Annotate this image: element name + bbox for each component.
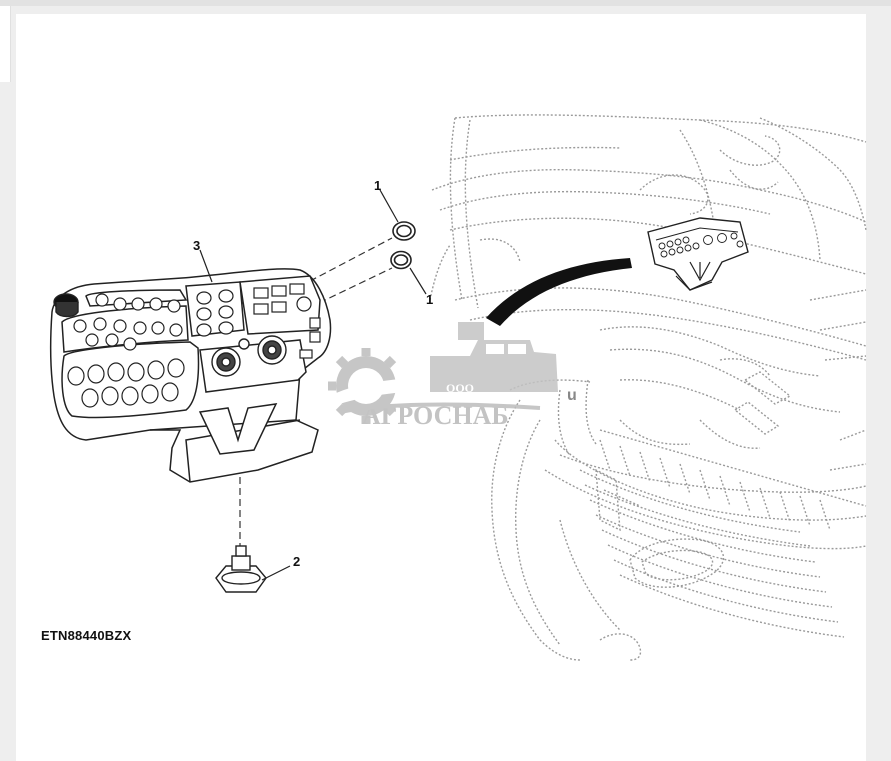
mounted-control-panel	[647, 217, 749, 291]
watermark-small-text: ООО	[446, 381, 474, 395]
panel-buttons	[67, 283, 321, 408]
watermark-logo: ООО АГРОСНАБ	[328, 322, 558, 430]
tractor-engine-bay	[429, 114, 867, 661]
top-bar	[0, 0, 891, 6]
engine-mark: u	[567, 387, 577, 404]
callout-1-lower: 1	[426, 292, 433, 307]
location-pointer-arrow	[486, 258, 632, 326]
knob	[53, 293, 79, 318]
callout-3: 3	[193, 238, 200, 253]
figure-code: ETN88440BZX	[41, 628, 132, 643]
retaining-nut	[215, 545, 267, 593]
callout-leaders	[199, 189, 427, 581]
rotary-dials	[211, 335, 287, 377]
o-rings	[390, 221, 416, 270]
callout-1-upper: 1	[374, 178, 381, 193]
left-strip	[0, 6, 11, 82]
callout-2: 2	[293, 554, 300, 569]
